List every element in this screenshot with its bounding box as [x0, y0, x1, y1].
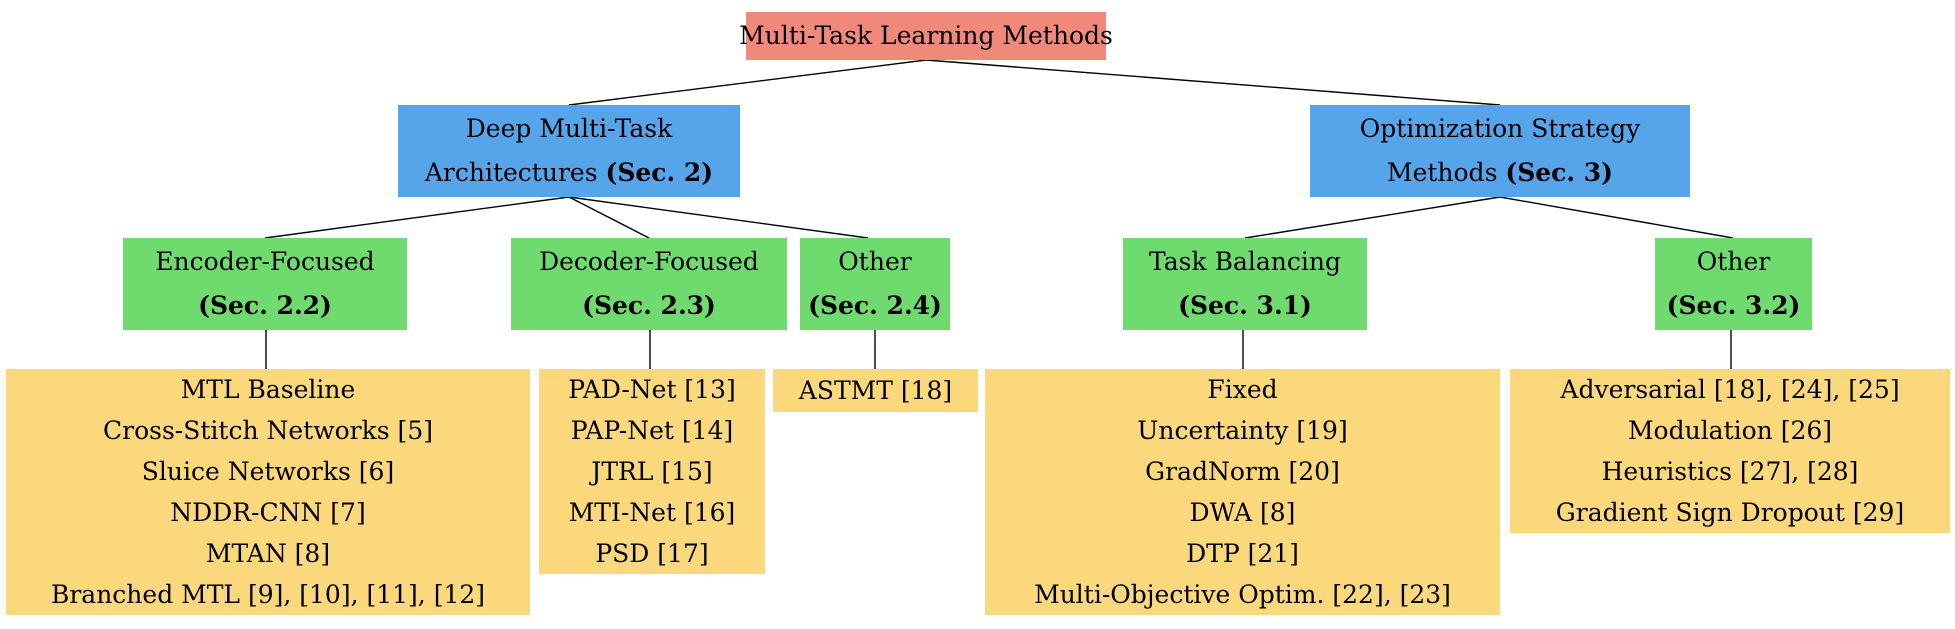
- node-optimization-strategy: Optimization Strategy Methods (Sec. 3): [1310, 105, 1690, 197]
- branch-label-line2: Methods (Sec. 3): [1387, 151, 1613, 195]
- leaf-item: Uncertainty [19]: [1137, 416, 1348, 445]
- edge-architectures-other: [568, 196, 869, 239]
- leaf-item: NDDR-CNN [7]: [170, 498, 366, 527]
- leaf-item: MTAN [8]: [205, 539, 331, 568]
- leaf-item: Heuristics [27], [28]: [1601, 457, 1859, 486]
- edge-root-architectures: [568, 59, 927, 106]
- leaf-item: DTP [21]: [1186, 539, 1299, 568]
- category-label: Other: [838, 247, 912, 276]
- branch-label-text: Architectures: [424, 158, 598, 187]
- edge-optimization-other: [1499, 196, 1734, 239]
- category-label: Encoder-Focused: [155, 247, 375, 276]
- node-other-optimization: Other (Sec. 3.2): [1655, 238, 1812, 330]
- leaf-item: PAD-Net [13]: [568, 375, 736, 404]
- branch-label-line1: Deep Multi-Task: [465, 114, 673, 143]
- node-root-label: Multi-Task Learning Methods: [739, 21, 1113, 50]
- section-ref: (Sec. 2.2): [198, 291, 332, 320]
- section-ref: (Sec. 2.4): [808, 291, 942, 320]
- edge-root-optimization: [925, 59, 1501, 106]
- section-ref: (Sec. 2.3): [582, 291, 716, 320]
- leaf-item: Multi-Objective Optim. [22], [23]: [1034, 580, 1451, 609]
- leaf-item: PSD [17]: [595, 539, 709, 568]
- leaf-item: Branched MTL [9], [10], [11], [12]: [50, 580, 486, 609]
- leaf-item: MTL Baseline: [180, 375, 356, 404]
- section-ref: (Sec. 3.2): [1666, 291, 1801, 320]
- leaf-item: PAP-Net [14]: [570, 416, 734, 445]
- category-label: Task Balancing: [1149, 247, 1341, 276]
- leaf-item: Gradient Sign Dropout [29]: [1555, 498, 1905, 527]
- leaf-item: Adversarial [18], [24], [25]: [1560, 375, 1900, 404]
- leaf-item: Modulation [26]: [1627, 416, 1833, 445]
- category-label: Other: [1696, 247, 1771, 276]
- branch-label-line2: Architectures (Sec. 2): [425, 151, 713, 195]
- leaf-list-decoder-focused: PAD-Net [13] PAP-Net [14] JTRL [15] MTI-…: [539, 369, 765, 574]
- section-ref: (Sec. 2): [605, 158, 714, 187]
- edge-architectures-encoder: [264, 196, 570, 239]
- edge-architectures-decoder: [568, 196, 650, 239]
- leaf-item: DWA [8]: [1189, 498, 1296, 527]
- leaf-item: ASTMT [18]: [798, 376, 953, 405]
- node-decoder-focused: Decoder-Focused (Sec. 2.3): [511, 238, 787, 330]
- node-root: Multi-Task Learning Methods: [739, 12, 1113, 60]
- edge-optimization-taskbalancing: [1244, 196, 1501, 239]
- node-task-balancing: Task Balancing (Sec. 3.1): [1123, 238, 1367, 330]
- leaf-list-other-optimization: Adversarial [18], [24], [25] Modulation …: [1510, 369, 1950, 533]
- leaf-list-encoder-focused: MTL Baseline Cross-Stitch Networks [5] S…: [6, 369, 530, 615]
- leaf-item: JTRL [15]: [591, 457, 713, 486]
- leaf-list-task-balancing: Fixed Uncertainty [19] GradNorm [20] DWA…: [985, 369, 1500, 615]
- section-ref: (Sec. 3.1): [1178, 291, 1312, 320]
- section-ref: (Sec. 3): [1505, 158, 1614, 187]
- leaf-item: MTI-Net [16]: [568, 498, 736, 527]
- leaf-item: GradNorm [20]: [1145, 457, 1340, 486]
- node-encoder-focused: Encoder-Focused (Sec. 2.2): [123, 238, 407, 330]
- leaf-item: Sluice Networks [6]: [141, 457, 395, 486]
- branch-label-line1: Optimization Strategy: [1359, 114, 1641, 143]
- leaf-item: Fixed: [1207, 375, 1278, 404]
- leaf-item: Cross-Stitch Networks [5]: [103, 416, 433, 445]
- leaf-list-other-architectures: ASTMT [18]: [773, 369, 978, 412]
- node-other-architectures: Other (Sec. 2.4): [800, 238, 950, 330]
- branch-label-text: Methods: [1386, 158, 1498, 187]
- category-label: Decoder-Focused: [539, 247, 759, 276]
- node-deep-mtl-architectures: Deep Multi-Task Architectures (Sec. 2): [398, 105, 740, 197]
